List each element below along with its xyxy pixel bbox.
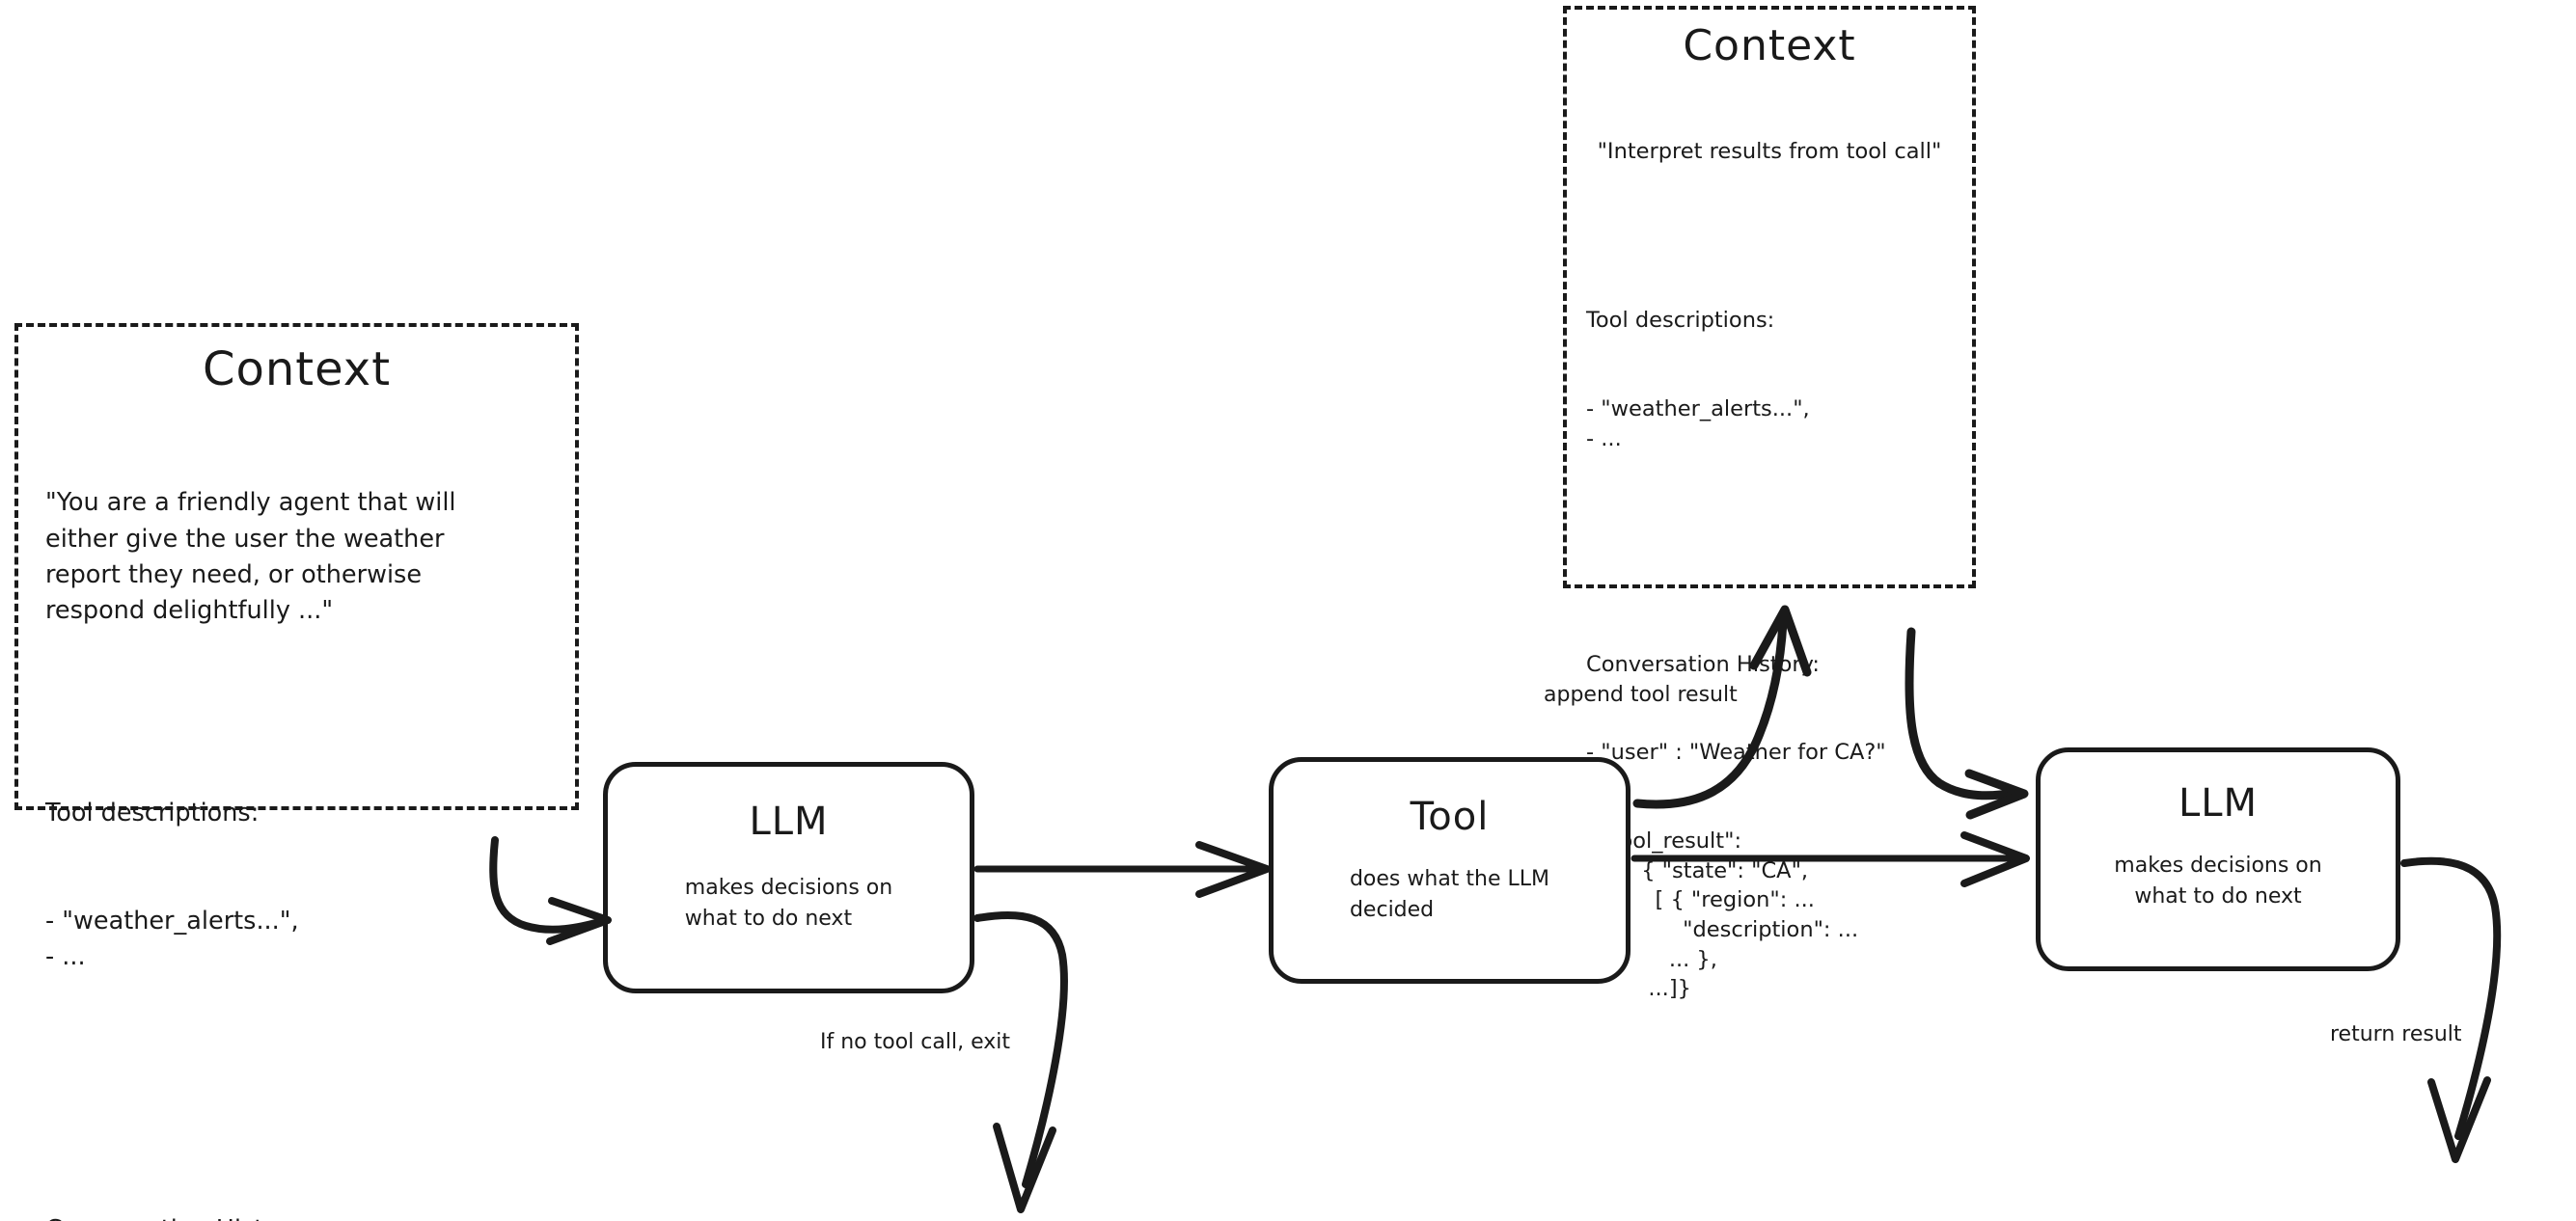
- context-left-conversation-heading: Conversation History:: [45, 1212, 548, 1221]
- context-right-conversation-user: - "user" : "Weather for CA?": [1586, 740, 1886, 766]
- node-llm-first-subtitle: makes decisions on what to do next: [684, 876, 893, 931]
- context-right-body: "Interpret results from tool call" Tool …: [1567, 78, 1972, 1141]
- context-left-tool-descriptions: Tool descriptions: - "weather_alerts..."…: [45, 724, 548, 1047]
- context-left-system-prompt: "You are a friendly agent that will eith…: [45, 488, 456, 626]
- node-llm-first-title: LLM: [749, 800, 829, 844]
- arrow-llm-to-tool: [973, 841, 1271, 898]
- edge-label-append-tool-result: append tool result: [1544, 683, 1738, 707]
- node-tool[interactable]: Tool does what the LLM decided: [1269, 757, 1631, 984]
- context-right-system-prompt: "Interpret results from tool call": [1597, 139, 1942, 165]
- context-right-tool-descriptions-heading: Tool descriptions:: [1586, 308, 1775, 334]
- node-llm-second-subtitle: makes decisions on what to do next: [2114, 854, 2322, 909]
- context-right-title: Context: [1683, 21, 1856, 70]
- context-box-left: Context "You are a friendly agent that w…: [14, 323, 579, 1221]
- context-left-tool-descriptions-heading: Tool descriptions:: [45, 799, 260, 828]
- arrow-llm-exit: [973, 910, 1068, 1213]
- edge-label-return-result: return result: [2330, 1022, 2462, 1046]
- context-right-tool-descriptions: Tool descriptions: - "weather_alerts..."…: [1586, 247, 1953, 512]
- edge-label-llm-exit: If no tool call, exit: [820, 1030, 1010, 1054]
- context-left-body: "You are a friendly agent that will eith…: [18, 414, 575, 1221]
- context-left-conversation: Conversation History: - "user" : "Weathe…: [45, 1140, 548, 1221]
- context-right-tool-descriptions-items: - "weather_alerts...", - ...: [1586, 395, 1810, 451]
- node-tool-subtitle: does what the LLM decided: [1349, 867, 1550, 922]
- node-llm-second[interactable]: LLM makes decisions on what to do next: [2036, 747, 2400, 971]
- context-left-title: Context: [202, 342, 392, 396]
- context-right-conversation-tool-result: - "tool_result": { "state": "CA", [ { "r…: [1586, 828, 1859, 1002]
- context-right-conversation: Conversation History: - "user" : "Weathe…: [1586, 591, 1953, 1064]
- node-tool-title: Tool: [1410, 795, 1490, 839]
- arrow-llm2-return: [2400, 856, 2502, 1163]
- context-right-conversation-heading: Conversation History:: [1586, 651, 1820, 677]
- node-llm-first[interactable]: LLM makes decisions on what to do next: [603, 762, 974, 993]
- node-llm-second-title: LLM: [2178, 781, 2259, 826]
- context-left-tool-descriptions-items: - "weather_alerts...", - ...: [45, 906, 299, 972]
- context-box-right: Context "Interpret results from tool cal…: [1563, 6, 1976, 1001]
